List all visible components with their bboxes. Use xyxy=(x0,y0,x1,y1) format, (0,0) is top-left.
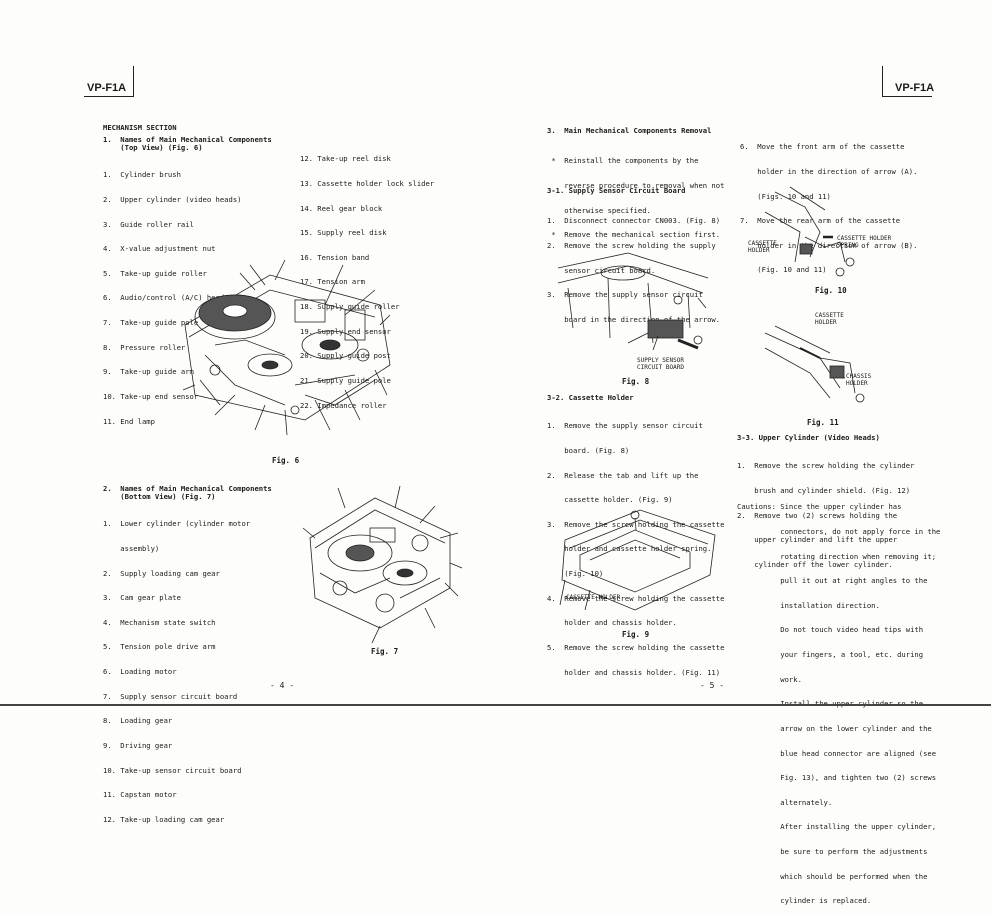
mechanism-section-title: MECHANISM SECTION xyxy=(103,123,177,132)
list-item: 5. Tension pole drive arm xyxy=(103,642,216,652)
list-item: 11. Capstan motor xyxy=(103,790,177,800)
list-item: 4. X-value adjustment nut xyxy=(103,244,216,254)
fig9-caption: Fig. 9 xyxy=(622,630,650,639)
cautions: Cautions: Since the upper cylinder has c… xyxy=(737,502,941,906)
bottom-scan-edge xyxy=(0,704,991,706)
s33-title: 3-3. Upper Cylinder (Video Heads) xyxy=(737,433,880,442)
list-item: 3. Cam gear plate xyxy=(103,593,181,603)
list-item: 2. Supply loading cam gear xyxy=(103,568,220,578)
s31-steps: 1. Disconnect connector CN003. (Fig. 8) … xyxy=(547,216,721,324)
list-item: 2. Upper cylinder (video heads) xyxy=(103,195,242,205)
right-header-bar xyxy=(882,66,883,97)
list-item: 18. Supply guide roller xyxy=(300,302,400,312)
s32-steps: 1. Remove the supply sensor circuit boar… xyxy=(547,421,725,677)
top-view-list-a: 1. Cylinder brush 2. Upper cylinder (vid… xyxy=(103,155,241,434)
fig9-cassette-holder-illustration xyxy=(559,509,716,611)
bottom-view-list: 1. Lower cylinder (cylinder motor assemb… xyxy=(103,504,250,832)
fig7-mechanism-bottom-view-illustration xyxy=(302,485,463,644)
list-item: 4. Mechanism state switch xyxy=(103,617,216,627)
list-item: assembly) xyxy=(103,544,160,554)
top-view-heading: 1. Names of Main Mechanical Components (… xyxy=(103,135,272,153)
fig7-caption: Fig. 7 xyxy=(371,647,399,656)
right-model-label: VP-F1A xyxy=(895,82,935,94)
fig6-mechanism-top-view-illustration xyxy=(182,259,391,436)
fig8-supply-sensor-board-illustration xyxy=(557,252,709,351)
fig6-caption: Fig. 6 xyxy=(272,456,300,465)
list-item: 12. Take-up reel disk xyxy=(300,154,391,164)
list-item: 8. Loading gear xyxy=(103,716,173,726)
bottom-view-heading: 2. Names of Main Mechanical Components (… xyxy=(103,484,272,502)
list-item: 10. Take-up end sensor xyxy=(103,391,199,401)
s32-title: 3-2. Cassette Holder xyxy=(547,393,634,402)
list-item: 9. Driving gear xyxy=(103,740,173,750)
list-item: 13. Cassette holder lock slider xyxy=(300,179,435,189)
left-header-bar xyxy=(133,66,134,97)
fig11-caption: Fig. 11 xyxy=(807,418,839,427)
s3-title: 3. Main Mechanical Components Removal xyxy=(547,126,712,135)
left-header-rule xyxy=(84,96,134,97)
left-page-number: - 4 - xyxy=(270,681,295,690)
list-item: 16. Tension band xyxy=(300,252,370,262)
fig8-caption: Fig. 8 xyxy=(622,377,650,386)
fig10-cassette-holder-spring-illustration xyxy=(764,186,855,277)
list-item: 14. Reel gear block xyxy=(300,203,383,213)
fig10-caption: Fig. 10 xyxy=(815,286,847,295)
list-item: 1. Lower cylinder (cylinder motor xyxy=(103,519,251,529)
list-item: 22. Impedance roller xyxy=(300,400,387,410)
list-item: 10. Take-up sensor circuit board xyxy=(103,765,242,775)
list-item: 11. End lamp xyxy=(103,416,155,426)
fig9-label: CASSETTE HOLDER xyxy=(566,594,621,601)
list-item: 15. Supply reel disk xyxy=(300,228,387,238)
right-page-number: - 5 - xyxy=(700,681,725,690)
list-item: 21. Supply guide pole xyxy=(300,375,391,385)
s3-notes: * Reinstall the components by the revers… xyxy=(547,156,725,240)
list-item: 5. Take-up guide roller xyxy=(103,268,207,278)
list-item: 20. Supply guide post xyxy=(300,351,391,361)
s31-title: 3-1. Supply Sensor Circuit Board xyxy=(547,186,686,195)
list-item: 7. Supply sensor circuit board xyxy=(103,691,238,701)
list-item: 1. Cylinder brush xyxy=(103,170,181,180)
right-header-rule xyxy=(882,96,932,97)
fig11-chassis-holder-illustration xyxy=(764,325,865,403)
list-item: 12. Take-up loading cam gear xyxy=(103,814,225,824)
list-item: 8. Pressure roller xyxy=(103,342,186,352)
left-model-label: VP-F1A xyxy=(87,82,127,94)
s33-steps: 1. Remove the screw holding the cylinder… xyxy=(737,461,915,569)
list-item: 3. Guide roller rail xyxy=(103,219,194,229)
list-item: 6. Loading motor xyxy=(103,667,177,677)
list-item: 9. Take-up guide arm xyxy=(103,367,194,377)
top-view-list-b: 12. Take-up reel disk 13. Cassette holde… xyxy=(300,139,434,418)
list-item: 17. Tension arm xyxy=(300,277,365,287)
